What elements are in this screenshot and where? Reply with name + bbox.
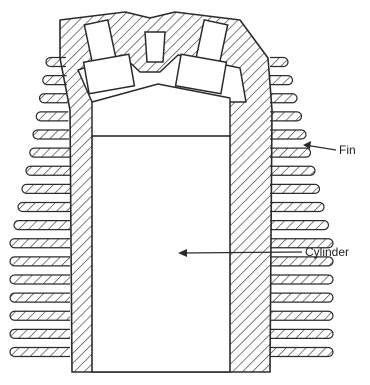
fin [10, 239, 70, 248]
fin [10, 329, 70, 338]
fin [10, 257, 70, 266]
fin [270, 293, 333, 302]
fin [270, 184, 320, 193]
fin [270, 311, 333, 320]
fin [40, 94, 68, 103]
left-fins [10, 58, 70, 357]
fin [270, 329, 333, 338]
cylinder-label: Cylinder [305, 245, 349, 259]
fin [270, 348, 333, 357]
fin [270, 76, 293, 85]
right-fins [270, 58, 333, 357]
fin [14, 221, 70, 230]
fin [36, 112, 68, 121]
fin [26, 166, 70, 175]
spark-plug-block [145, 32, 165, 62]
fin [270, 112, 302, 121]
cylinder-bore [92, 136, 230, 372]
fin [10, 275, 70, 284]
fin [33, 130, 69, 139]
fin [270, 221, 329, 230]
fin [270, 166, 315, 175]
right-port-block [176, 54, 227, 94]
fin [10, 348, 70, 357]
fin [270, 130, 306, 139]
fin [270, 94, 297, 103]
fin [270, 58, 288, 67]
fin-label: Fin [339, 143, 356, 157]
fin [10, 311, 70, 320]
fin [18, 203, 70, 212]
fin [270, 275, 333, 284]
fin [270, 148, 311, 157]
fin [10, 293, 70, 302]
fin [270, 203, 324, 212]
fin [22, 184, 70, 193]
left-port-block [84, 54, 135, 94]
fin [30, 148, 70, 157]
